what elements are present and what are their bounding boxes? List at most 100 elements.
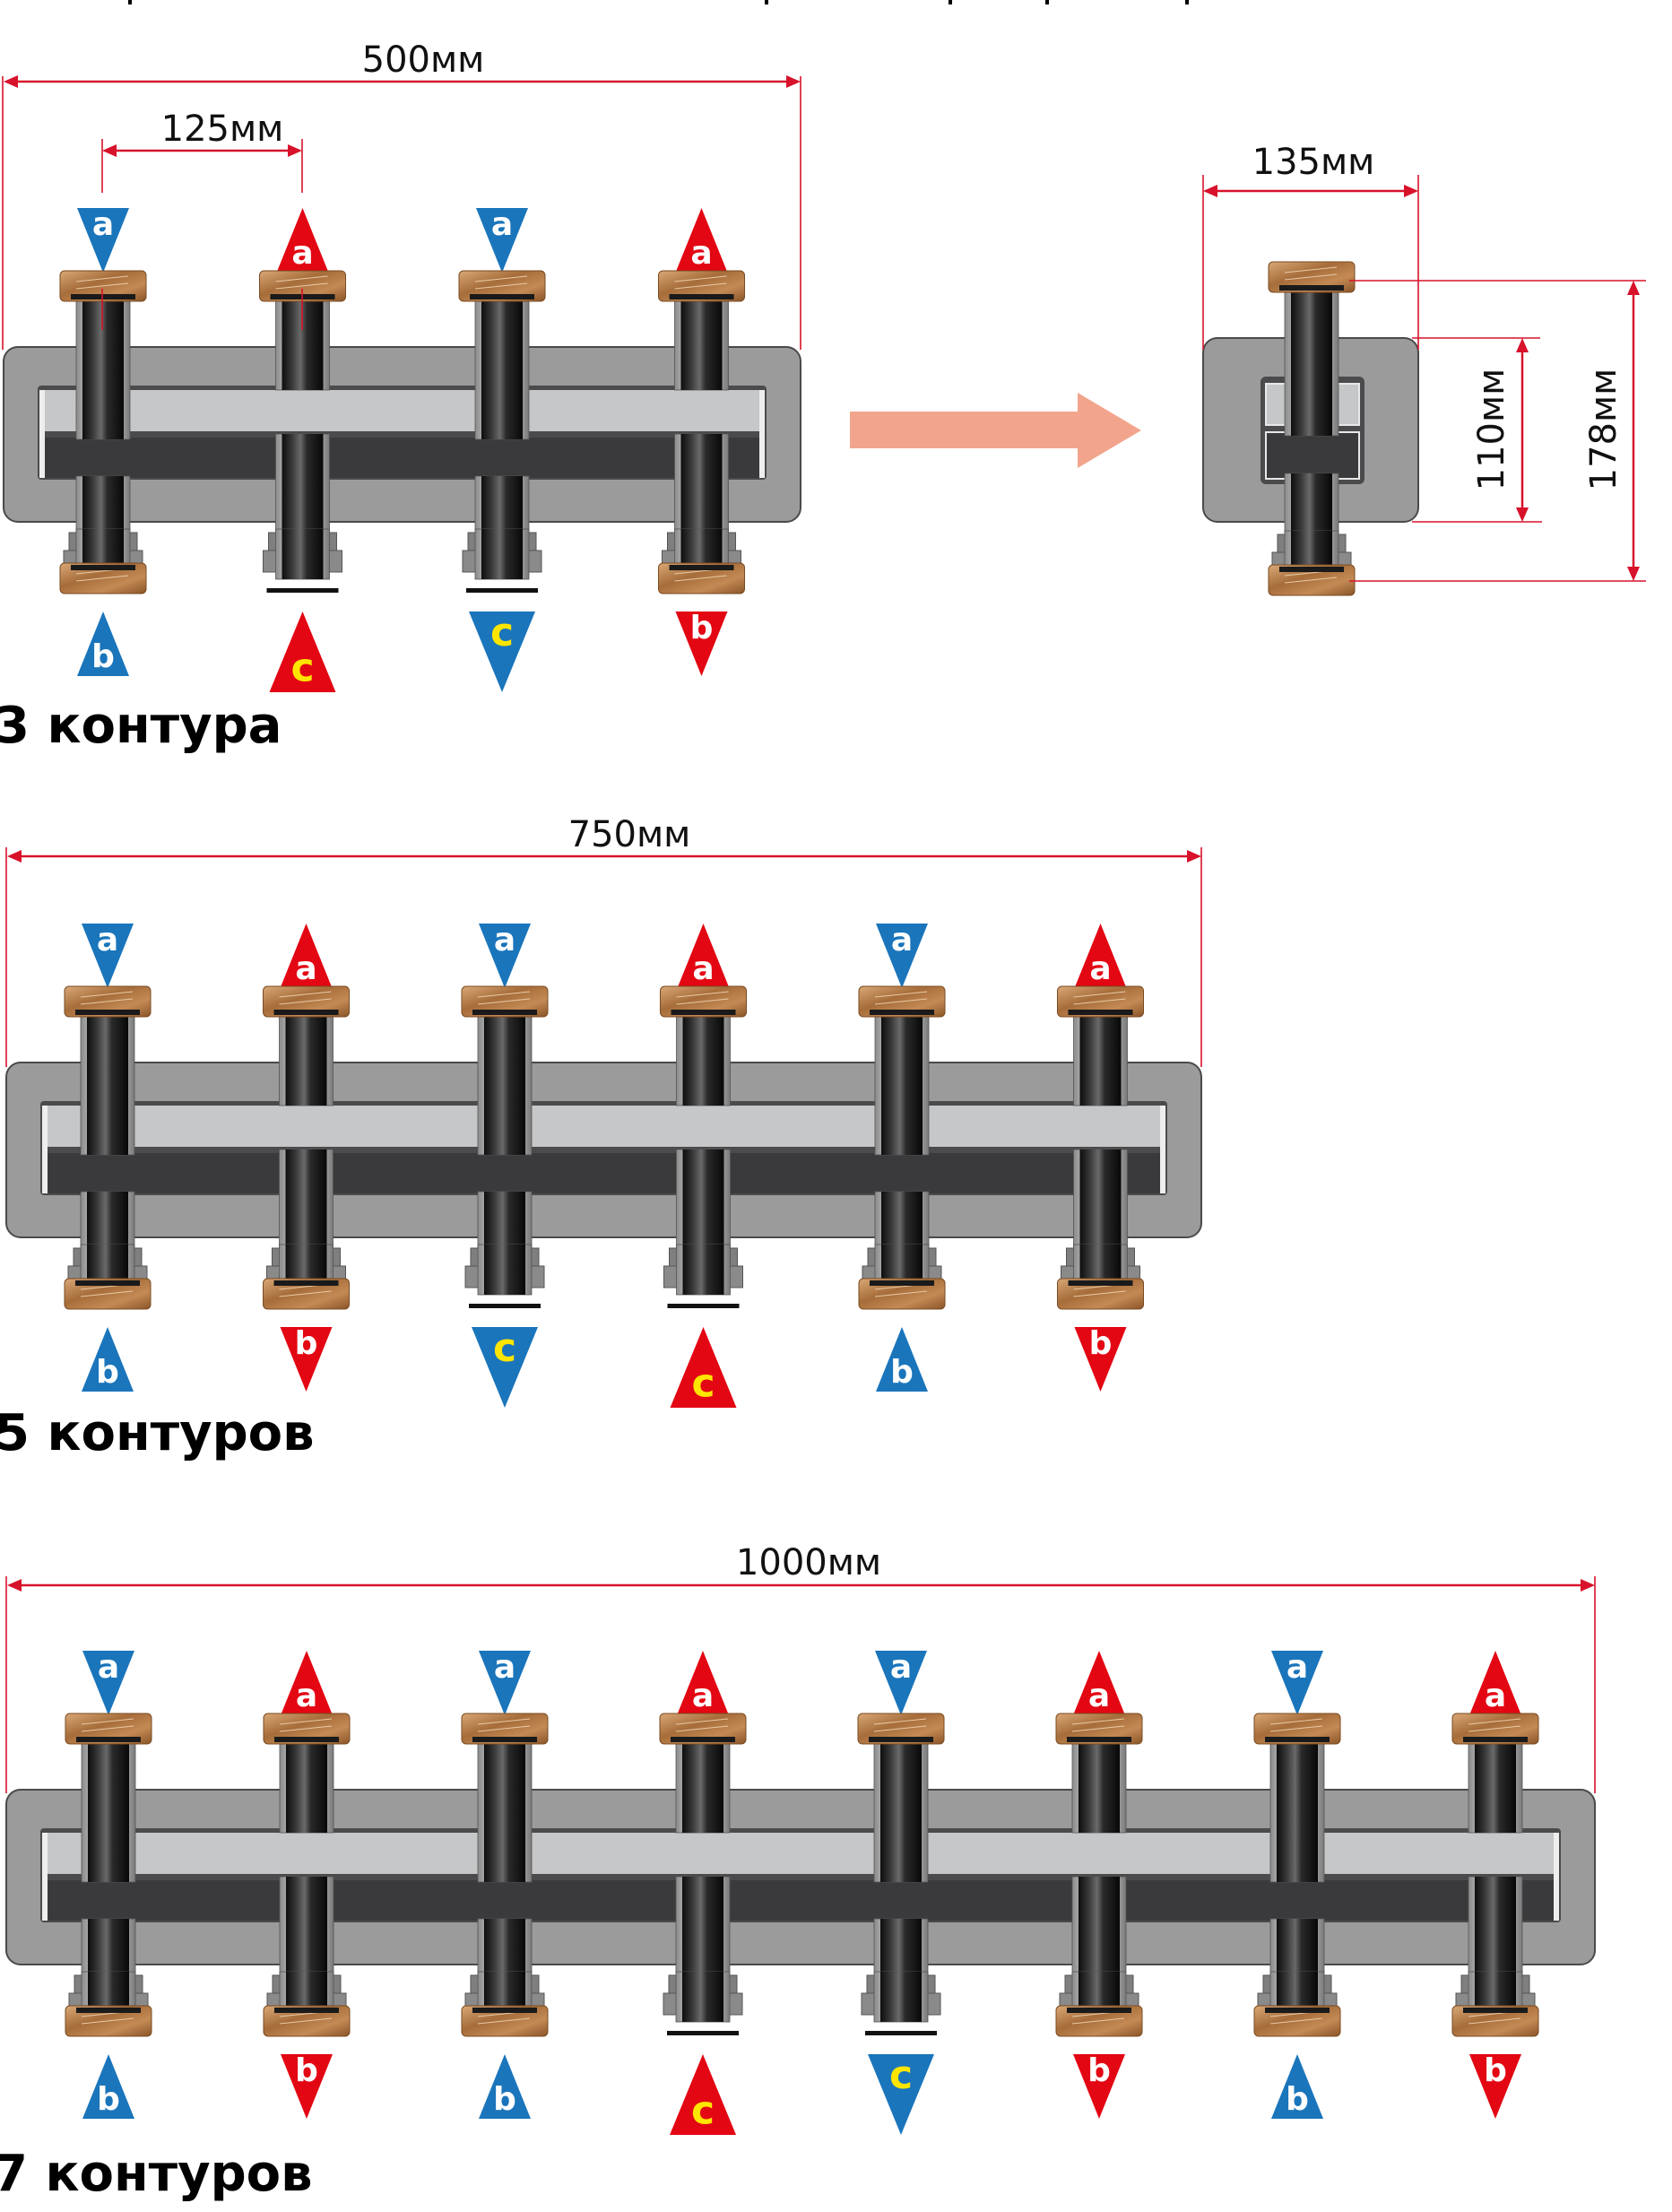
circuit-8: ab <box>1451 1651 1539 2119</box>
marker-letter: a <box>295 950 316 987</box>
bronze-nut <box>1451 1713 1539 1745</box>
pipe-segment <box>279 1012 334 1106</box>
nut-gasket <box>869 1737 933 1742</box>
flow-marker-a-blue-down-icon: a <box>82 1649 134 1715</box>
pipe-tube <box>682 1013 724 1106</box>
dimension-label-178: 178мм <box>1583 369 1624 491</box>
marker-letter: a <box>1485 1678 1506 1714</box>
pipe-tube <box>682 1740 723 1833</box>
circuit-3: ac <box>461 922 549 1408</box>
flow-marker-b-blue-up-icon: b <box>1271 2054 1323 2119</box>
circuit-2: ab <box>263 1651 351 2119</box>
bronze-nut <box>1253 2005 1341 2037</box>
pipe-segment <box>1269 1739 1325 1883</box>
arrowhead-down-icon <box>1516 507 1529 522</box>
marker-triangle <box>77 208 129 273</box>
circuit-7: ab <box>1253 1649 1341 2119</box>
dimension-178 <box>1627 281 1640 581</box>
lower-fitting <box>1253 1971 1341 2037</box>
flow-marker-b-blue-up-icon: b <box>82 2054 134 2119</box>
nut-highlight <box>675 1718 729 1725</box>
nut-highlight <box>873 1725 927 1732</box>
bronze-nut <box>858 1278 946 1310</box>
pipe-tube <box>484 1245 525 1295</box>
bronze-nut <box>1057 985 1144 1018</box>
arrowhead-left-icon <box>7 1579 22 1592</box>
pipe-tube <box>484 1740 525 1882</box>
marker-letter: b <box>690 610 714 646</box>
dimension-135 <box>1203 185 1418 197</box>
marker-letter: b <box>96 1354 119 1391</box>
arrowhead-right-icon <box>1187 850 1201 863</box>
marker-letter: b <box>97 2081 120 2118</box>
circuit-1: ab <box>64 922 152 1392</box>
nut-gasket <box>1068 1010 1133 1015</box>
pipe-segment <box>873 1971 929 2023</box>
nut-highlight <box>477 998 531 1005</box>
nut-gasket <box>1463 2008 1528 2013</box>
circuit-6: ab <box>1057 924 1144 1392</box>
pipe-segment <box>81 1739 136 1883</box>
pipe-segment <box>675 1971 731 2023</box>
marker-triangle <box>677 1651 729 1715</box>
flow-marker-a-red-up-icon: a <box>1073 1651 1125 1715</box>
seal-ring <box>466 588 538 593</box>
pipe-tube <box>1079 1740 1120 1833</box>
pipe-segment <box>275 297 330 391</box>
nut-highlight <box>1071 1725 1125 1732</box>
marker-letter: b <box>1484 2052 1507 2089</box>
cropped-text-remnant <box>1045 0 1049 4</box>
pipe-tube <box>1079 1149 1122 1248</box>
nut-highlight <box>279 1290 332 1297</box>
pipe-tube <box>282 529 324 579</box>
flow-marker-a-red-up-icon: a <box>281 1651 333 1715</box>
lower-fitting <box>663 1244 743 1308</box>
pipe-tube <box>682 1877 723 1975</box>
pipe-segment <box>275 528 330 580</box>
flow-marker-a-blue-down-icon: a <box>876 922 928 988</box>
pipe-tube <box>880 1919 922 1975</box>
pipe-tube <box>1291 473 1332 538</box>
dimension-label-500: 500мм <box>362 39 485 81</box>
pipe-segment <box>477 1012 533 1156</box>
pipe-tube <box>282 434 324 533</box>
nut-highlight <box>279 2017 333 2025</box>
marker-letter: c <box>493 1325 516 1371</box>
dimension-1000 <box>7 1579 1595 1592</box>
pipe-segment <box>674 297 729 391</box>
pipe-segment <box>1073 1149 1128 1249</box>
nut-highlight <box>874 998 928 1005</box>
dimension-750 <box>7 850 1201 863</box>
marker-triangle <box>677 924 730 988</box>
bronze-nut <box>1055 2005 1143 2037</box>
nut-highlight <box>477 1725 531 1732</box>
pipe-tube <box>881 1013 923 1155</box>
flow-marker-b-blue-up-icon: b <box>876 1327 928 1392</box>
pipe-segment <box>674 433 729 533</box>
marker-letter: b <box>1087 2052 1111 2089</box>
flow-marker-b-red-down-icon: b <box>675 610 728 676</box>
arrowhead-up-icon <box>1516 338 1529 352</box>
circuit-4: ac <box>660 924 747 1408</box>
flow-marker-c-red-up-icon: c <box>670 2054 736 2135</box>
circuit-5: ab <box>858 922 946 1392</box>
lower-fitting <box>64 1244 152 1310</box>
pipe-segment <box>80 1012 135 1156</box>
pipe-tube <box>1079 1877 1120 1975</box>
pipe-segment <box>873 1739 929 1883</box>
flow-marker-a-red-up-icon: a <box>1469 1651 1521 1715</box>
marker-letter: b <box>295 1325 318 1362</box>
bronze-nut <box>1451 2005 1539 2037</box>
nut-highlight <box>75 275 129 282</box>
flow-marker-a-blue-down-icon: a <box>875 1649 927 1715</box>
pipe-tube <box>880 1740 922 1882</box>
nut-highlight <box>477 991 531 998</box>
hydraulic-separator-dark-band <box>46 1880 1555 1921</box>
dimensions-side-view <box>1202 175 1646 582</box>
marker-letter: b <box>1286 2081 1309 2118</box>
pipe-segment <box>675 1739 731 1834</box>
nut-gasket <box>669 565 734 570</box>
pipe-tube <box>82 298 124 439</box>
marker-letter: b <box>91 638 115 675</box>
marker-letter: a <box>692 1678 714 1714</box>
